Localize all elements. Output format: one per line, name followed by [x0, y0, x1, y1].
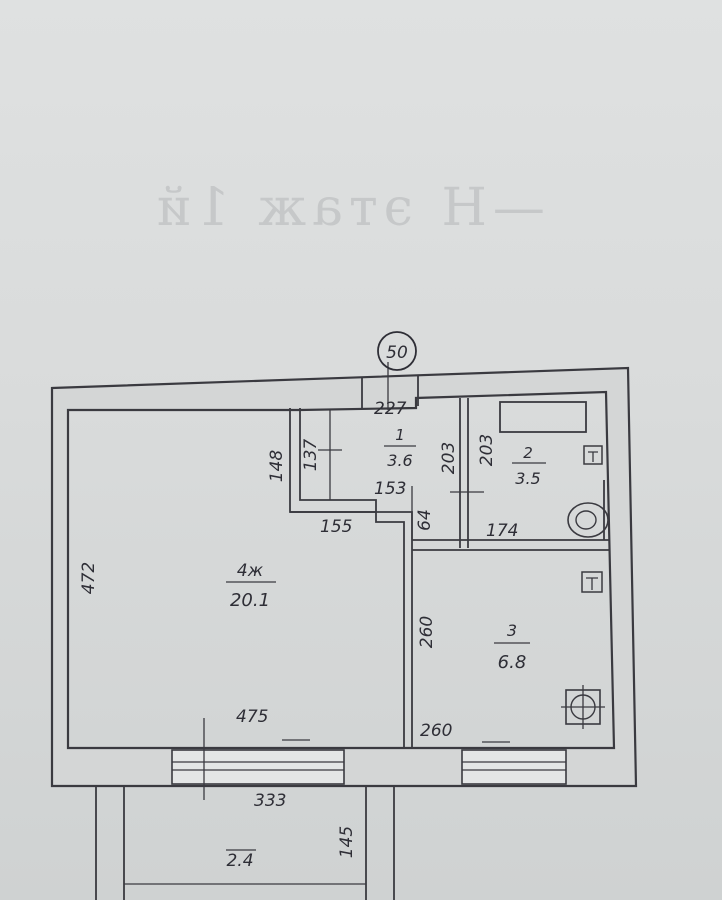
room-2-number: 2 — [523, 444, 533, 462]
partition-2-3 — [412, 539, 610, 551]
room-3-label: 3 6.8 — [494, 621, 530, 673]
room-1-walls — [289, 408, 413, 748]
window-left — [171, 718, 345, 800]
partition-1-2 — [459, 398, 469, 548]
dim-174: 174 — [486, 521, 518, 541]
room-4-area: 20.1 — [230, 590, 270, 611]
dimension-lines — [282, 410, 510, 743]
stove-icon — [561, 685, 605, 729]
outer-wall — [50, 366, 638, 788]
room-3-area: 6.8 — [498, 652, 527, 673]
room-1-area: 3.6 — [387, 451, 412, 470]
dim-148: 148 — [267, 450, 287, 483]
plan-number: 50 — [386, 343, 408, 363]
room-1-label: 1 3.6 — [384, 426, 416, 470]
dim-153: 153 — [374, 479, 406, 499]
dim-333: 333 — [254, 791, 286, 811]
room-1-number: 1 — [395, 426, 405, 444]
dim-227: 227 — [374, 399, 407, 419]
room-3-number: 3 — [507, 621, 517, 640]
balcony-label: 2.4 — [226, 849, 256, 871]
dim-472: 472 — [79, 562, 99, 594]
dim-137: 137 — [301, 439, 321, 472]
dim-203-b: 203 — [477, 434, 497, 466]
dim-475: 475 — [236, 707, 268, 727]
dim-260-h: 260 — [420, 721, 452, 741]
sink-icon — [581, 571, 603, 593]
dim-203-a: 203 — [439, 442, 459, 474]
plan-number-badge: 50 — [377, 331, 417, 371]
window-right — [461, 749, 567, 785]
room-2-label: 2 3.5 — [512, 444, 546, 488]
entrance-opening — [361, 362, 419, 410]
dim-260-v: 260 — [417, 616, 437, 648]
balcony-area: 2.4 — [226, 851, 253, 871]
room-4-number: 4ж — [237, 561, 264, 581]
bathtub-icon — [499, 401, 587, 433]
room-2-area: 3.5 — [515, 469, 540, 488]
toilet-icon — [567, 445, 609, 540]
balcony-outline — [95, 786, 395, 900]
dim-64: 64 — [415, 509, 435, 531]
dim-145: 145 — [337, 826, 357, 858]
dim-155: 155 — [320, 517, 352, 537]
room-4-label: 4ж 20.1 — [226, 561, 276, 611]
